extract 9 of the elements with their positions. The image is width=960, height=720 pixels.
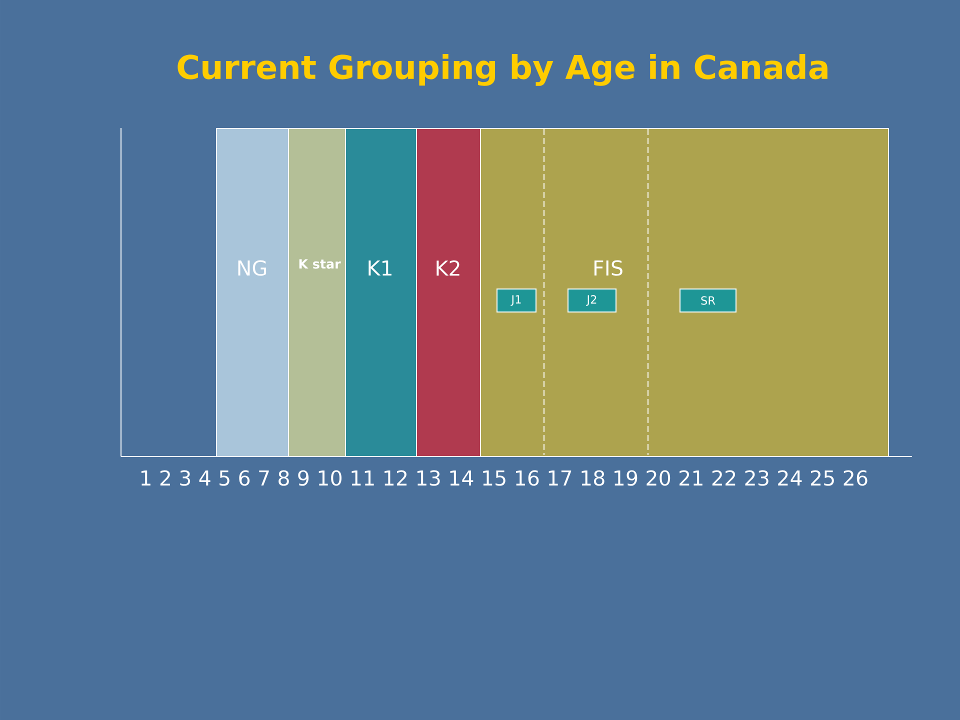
group-box: SR [680,288,736,312]
age-band: NG [216,128,289,457]
group-box: J2 [568,288,616,312]
title: Current Grouping by Age in Canada [178,54,828,86]
age-band: K star [288,128,346,457]
group-box: J1 [496,288,536,312]
axis-numbers: 1 2 3 4 5 6 7 8 9 10 11 12 13 14 15 16 17 18 19 20 21 22 23 24 25 26 [141,470,868,486]
age-band: K2 [416,128,481,457]
age-band: K1 [345,128,417,457]
